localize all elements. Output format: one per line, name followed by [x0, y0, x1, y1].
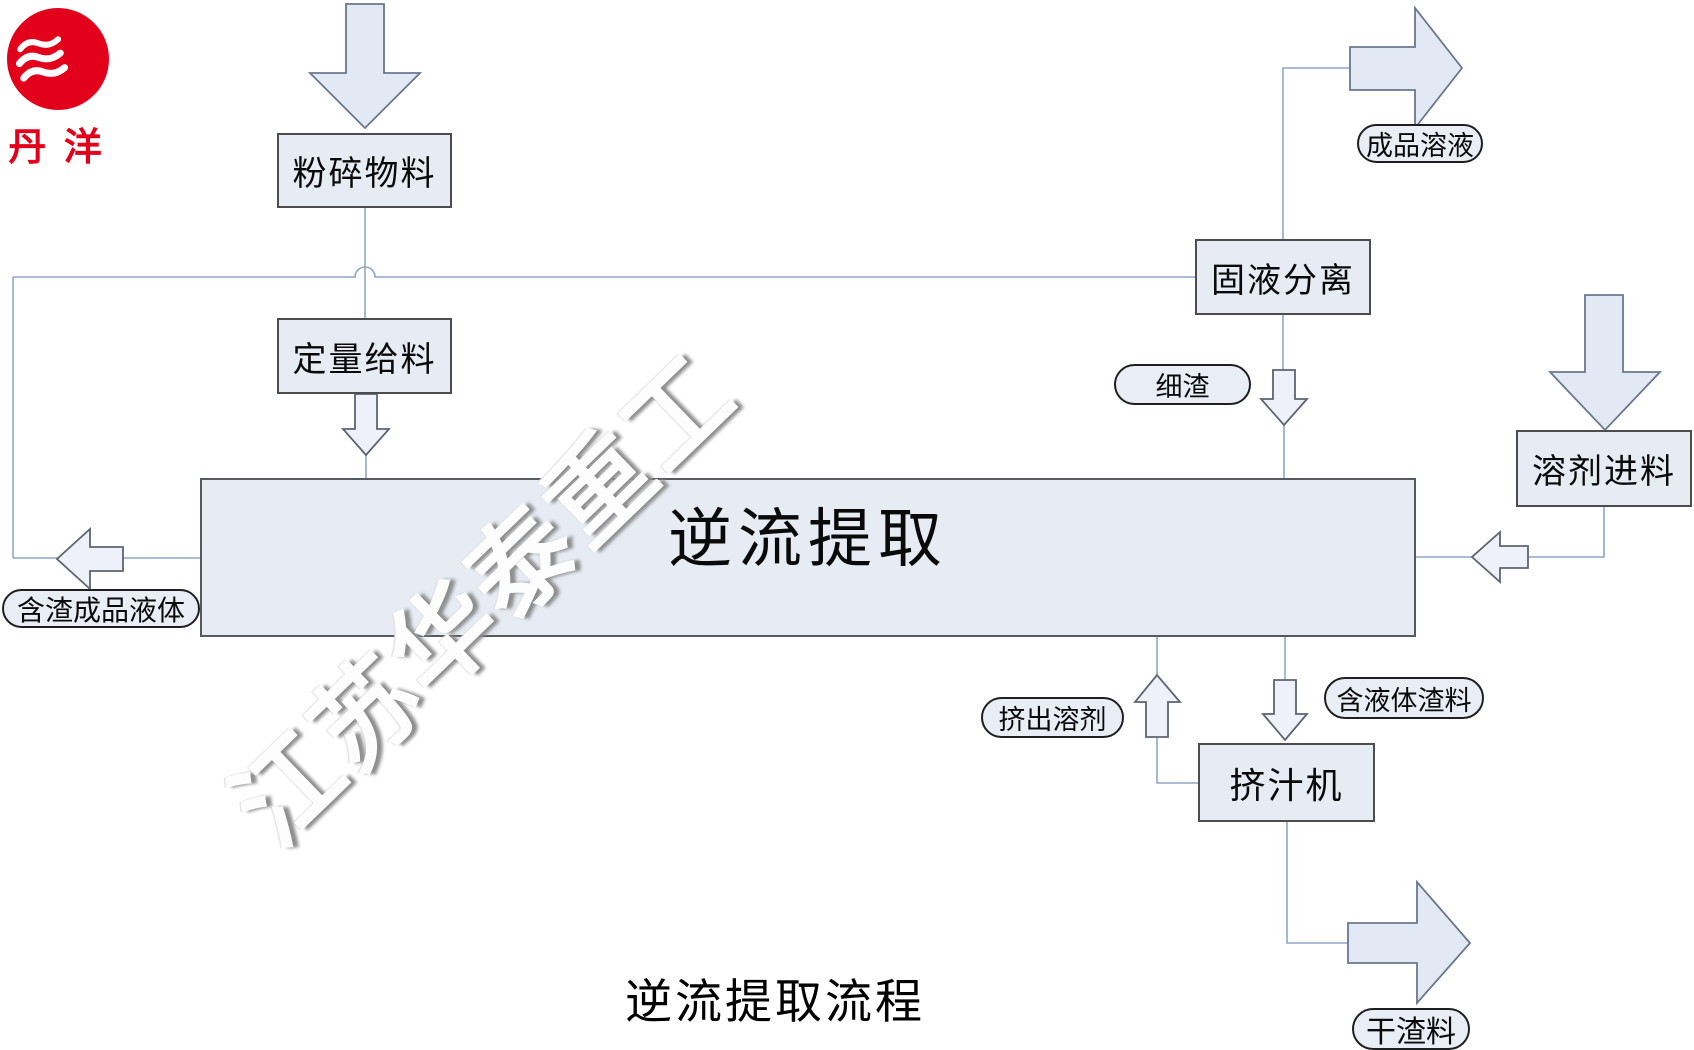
- label-fine-residue-text: 细渣: [1155, 372, 1210, 402]
- down-arrow-icon-feed-to-extract: [341, 393, 391, 457]
- node-juice-press: 挤汁机: [1198, 743, 1375, 822]
- down-arrow-icon-into-solvent-feed: [1547, 294, 1663, 432]
- node-solid-liquid-separation-label: 固液分离: [1211, 262, 1355, 300]
- label-slag-product-liquid: 含渣成品液体: [2, 589, 200, 628]
- node-crush-material-label: 粉碎物料: [292, 156, 437, 193]
- label-dry-residue: 干渣料: [1352, 1008, 1470, 1050]
- down-arrow-icon-separation-to-extract: [1259, 369, 1309, 427]
- node-countercurrent-extraction: 逆流提取: [200, 478, 1416, 637]
- flow-line-recycle-horizontal: [13, 266, 1195, 278]
- label-finished-solution: 成品溶液: [1357, 124, 1483, 163]
- waves-icon: [7, 8, 109, 110]
- label-finished-solution-text: 成品溶液: [1366, 131, 1474, 161]
- down-arrow-icon-into-crush: [307, 3, 423, 130]
- label-slag-product-liquid-text: 含渣成品液体: [16, 595, 185, 627]
- node-countercurrent-extraction-label: 逆流提取: [668, 504, 948, 575]
- right-arrow-icon-finished-solution: [1349, 5, 1464, 131]
- flow-line-press-to-dry: [1286, 822, 1348, 944]
- left-arrow-icon-slag-liquid-out: [55, 526, 124, 592]
- down-arrow-icon-liquid-residue: [1261, 679, 1309, 742]
- node-solvent-feed: 溶剂进料: [1516, 430, 1692, 507]
- label-dry-residue-text: 干渣料: [1366, 1016, 1456, 1049]
- label-squeezed-solvent: 挤出溶剂: [981, 697, 1124, 738]
- brand-logo: [4, 4, 116, 123]
- node-juice-press-label: 挤汁机: [1229, 765, 1344, 806]
- brand-name: 丹 洋: [8, 127, 106, 169]
- node-quantitative-feeding: 定量给料: [277, 318, 452, 394]
- diagram-title: 逆流提取流程: [625, 977, 925, 1029]
- label-liquid-containing-residue: 含液体渣料: [1324, 677, 1484, 719]
- label-squeezed-solvent-text: 挤出溶剂: [998, 705, 1107, 735]
- right-arrow-icon-dry-residue: [1347, 879, 1472, 1006]
- node-solvent-feed-label: 溶剂进料: [1532, 454, 1676, 491]
- left-arrow-icon-solvent-into-extract: [1470, 529, 1529, 585]
- up-arrow-icon-squeezed-solvent: [1133, 673, 1182, 738]
- node-crush-material: 粉碎物料: [277, 133, 452, 208]
- flow-line-separation-to-solution: [1282, 67, 1350, 239]
- label-liquid-containing-residue-text: 含液体渣料: [1336, 685, 1472, 716]
- label-fine-residue: 细渣: [1114, 364, 1251, 405]
- node-solid-liquid-separation: 固液分离: [1195, 239, 1371, 315]
- node-quantitative-feeding-label: 定量给料: [292, 341, 437, 379]
